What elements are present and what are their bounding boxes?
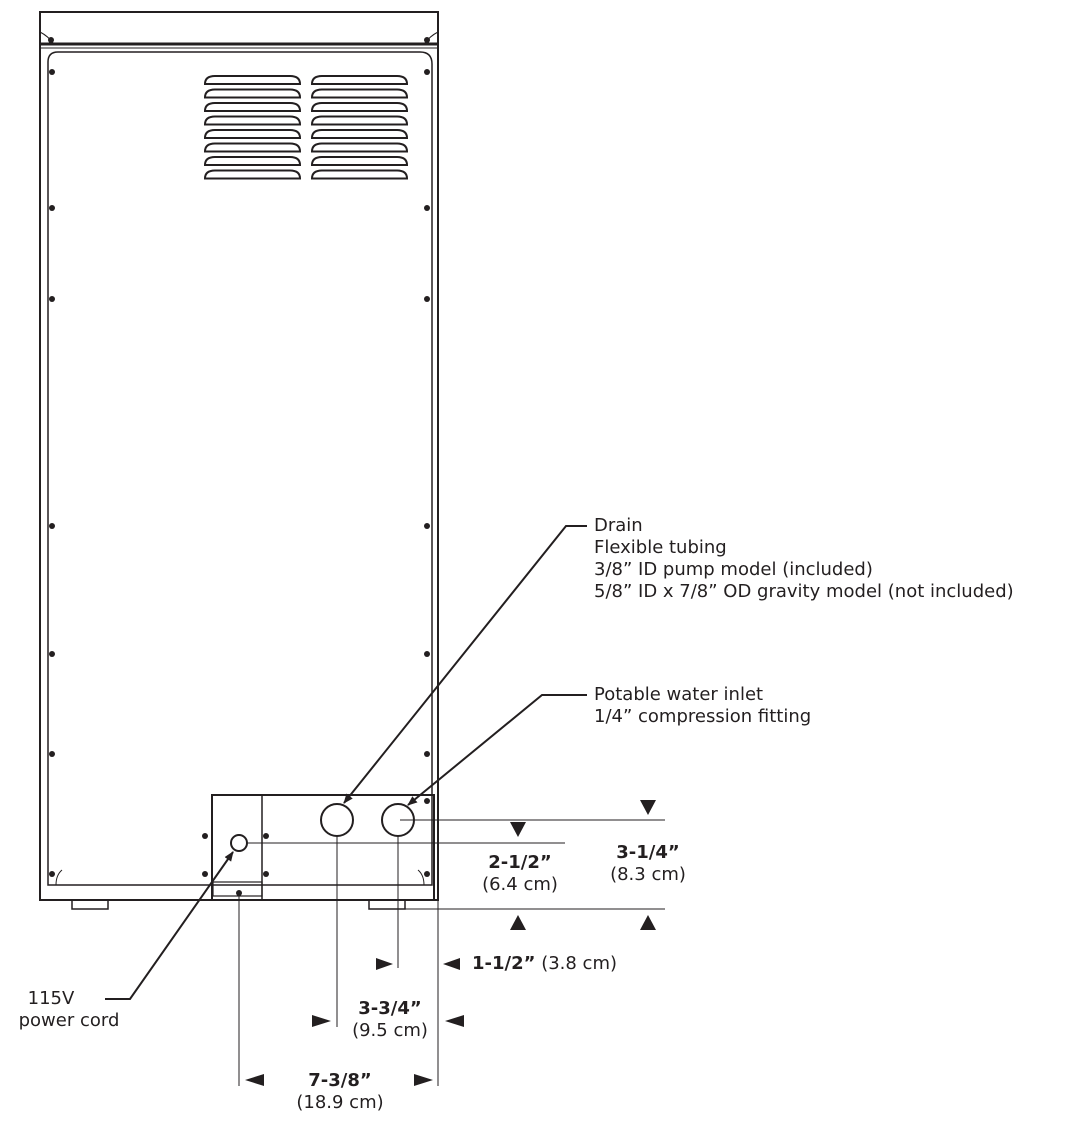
louver-slot (310, 129, 409, 139)
louver-slot (310, 102, 409, 112)
water-inlet-title: Potable water inlet (594, 684, 764, 705)
arrow-inlet-height-bottom (510, 915, 526, 930)
louver-slot (310, 88, 409, 99)
dim-inlet-height: 2-1/2” (6.4 cm) (470, 852, 570, 896)
power-cord-callout: 115V power cord (4, 988, 134, 1032)
arrow-drain-side-left (312, 1015, 331, 1027)
power-cord-port (230, 834, 248, 852)
louver-slot (203, 142, 302, 153)
dim-drain-height-imperial: 3-1/4” (616, 842, 680, 863)
louver-slot (203, 88, 302, 99)
dim-drain-from-side-imperial: 3-3/4” (358, 998, 422, 1019)
vent-louvers (203, 75, 409, 180)
dimension-arrows (245, 800, 656, 1086)
arrow-cord-side-left (245, 1074, 264, 1086)
arrow-inlet-side-right (443, 958, 460, 970)
louver-slot (203, 156, 302, 166)
inlet-leader (407, 694, 587, 806)
dim-inlet-from-side: 1-1/2” (3.8 cm) (472, 953, 617, 975)
arrow-inlet-height-top (510, 822, 526, 837)
dim-cord-from-side-metric: (18.9 cm) (296, 1092, 384, 1113)
drain-leader (343, 525, 587, 804)
dim-inlet-height-imperial: 2-1/2” (488, 852, 552, 873)
louver-slot (203, 129, 302, 139)
louver-slot (310, 156, 409, 166)
drain-title: Drain (594, 515, 643, 536)
dim-drain-height: 3-1/4” (8.3 cm) (598, 842, 698, 886)
cabinet-feet (71, 899, 406, 910)
drain-line-3: 5/8” ID x 7/8” OD gravity model (not inc… (594, 581, 1014, 602)
back-panel (47, 51, 433, 886)
louver-slot (310, 169, 409, 180)
power-cord-leader (105, 851, 234, 1000)
louver-slot (203, 102, 302, 112)
louver-slot (203, 169, 302, 180)
drain-line-1: Flexible tubing (594, 537, 727, 558)
arrow-drain-height-top (640, 800, 656, 815)
water-inlet-callout: Potable water inlet 1/4” compression fit… (594, 684, 811, 728)
ports (230, 803, 415, 852)
dim-cord-from-side-imperial: 7-3/8” (308, 1070, 372, 1091)
utility-box (55, 794, 435, 901)
cabinet-outline (39, 11, 439, 901)
louver-slot (203, 115, 302, 126)
dim-drain-from-side: 3-3/4” (9.5 cm) (340, 998, 440, 1042)
drain-callout: Drain Flexible tubing 3/8” ID pump model… (594, 515, 1014, 603)
drain-port (320, 803, 354, 837)
cabinet (39, 11, 439, 901)
louver-slot (310, 142, 409, 153)
dim-inlet-from-side-imperial: 1-1/2” (472, 953, 536, 974)
arrow-cord-side-right (414, 1074, 433, 1086)
power-cord-line-2: power cord (18, 1010, 120, 1031)
water-inlet-line-1: 1/4” compression fitting (594, 706, 812, 727)
louver-slot (203, 75, 302, 85)
arrow-inlet-side-left (376, 958, 393, 970)
dimension-lines (238, 819, 665, 1086)
louver-slot (310, 75, 409, 85)
louver-slot (310, 115, 409, 126)
power-cord-line-1: 115V (27, 988, 75, 1009)
arrow-drain-height-bottom (640, 915, 656, 930)
dim-drain-height-metric: (8.3 cm) (610, 864, 686, 885)
panel-screws (48, 37, 430, 896)
dim-inlet-from-side-metric: (3.8 cm) (541, 953, 618, 974)
dim-inlet-height-metric: (6.4 cm) (482, 874, 558, 895)
callout-leaders (105, 525, 587, 1000)
dim-cord-from-side: 7-3/8” (18.9 cm) (290, 1070, 390, 1114)
dim-drain-from-side-metric: (9.5 cm) (352, 1020, 428, 1041)
arrow-drain-side-right (445, 1015, 464, 1027)
drain-line-2: 3/8” ID pump model (included) (594, 559, 873, 580)
